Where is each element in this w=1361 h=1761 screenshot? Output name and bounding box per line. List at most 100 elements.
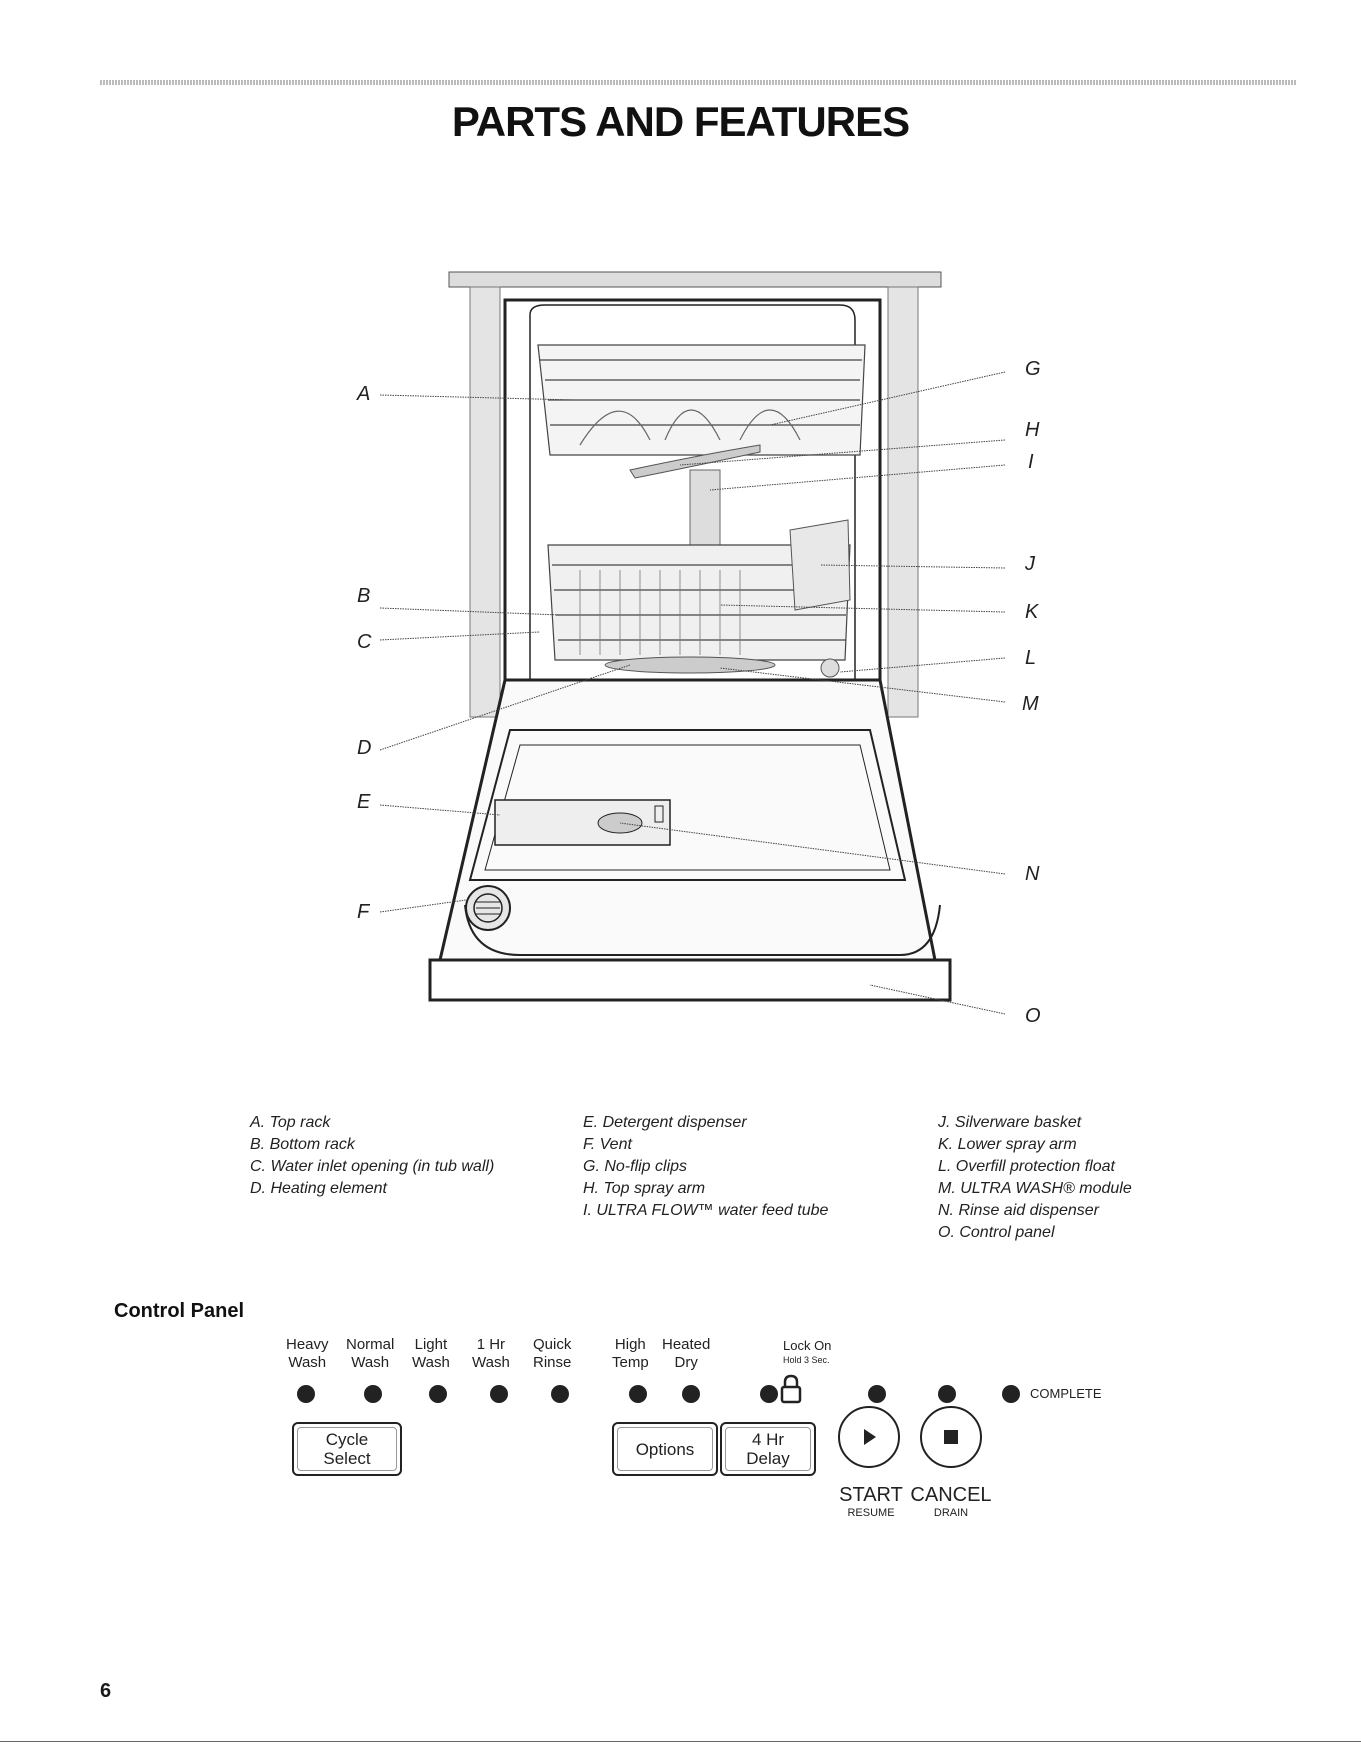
legend-item: J. Silverware basket bbox=[938, 1114, 1082, 1131]
button-label-line: Cycle bbox=[325, 1430, 369, 1449]
cabinet-left bbox=[469, 286, 501, 718]
cancel-label: CANCEL bbox=[910, 1484, 992, 1506]
indicator-light bbox=[551, 1385, 569, 1403]
cancel-button[interactable] bbox=[920, 1406, 982, 1468]
legend-item: D. Heating element bbox=[250, 1180, 387, 1197]
indicator-light bbox=[629, 1385, 647, 1403]
label-line: Light bbox=[414, 1336, 448, 1353]
detergent-dispenser bbox=[494, 799, 671, 846]
callout-n: N bbox=[1025, 863, 1040, 885]
button-label: Options bbox=[635, 1439, 695, 1459]
callout-l: L bbox=[1025, 647, 1036, 669]
indicator-light bbox=[682, 1385, 700, 1403]
lock-icon bbox=[780, 1374, 802, 1404]
label-line: Wash bbox=[472, 1354, 510, 1371]
button-label-line: Select bbox=[323, 1449, 371, 1468]
label-line: Quick bbox=[533, 1336, 572, 1353]
callout-i: I bbox=[1028, 451, 1034, 473]
label-line: Lock On bbox=[783, 1338, 832, 1353]
legend-item: H. Top spray arm bbox=[583, 1180, 706, 1197]
section-heading-control-panel: Control Panel bbox=[114, 1300, 245, 1322]
label-line: High bbox=[614, 1336, 646, 1353]
label-line: Normal bbox=[346, 1336, 395, 1353]
cycle-select-button[interactable]: Cycle Select bbox=[292, 1422, 402, 1476]
cycle-label-heavy-wash: Heavy Wash bbox=[286, 1336, 329, 1372]
stop-icon bbox=[944, 1430, 958, 1444]
callout-j: J bbox=[1024, 553, 1036, 575]
callout-e: E bbox=[357, 791, 371, 813]
label-line: Wash bbox=[412, 1354, 450, 1371]
label-line: Wash bbox=[288, 1354, 327, 1371]
label-line: Dry bbox=[674, 1354, 698, 1371]
legend-item: L. Overfill protection float bbox=[938, 1158, 1115, 1175]
top-rule bbox=[100, 80, 1296, 85]
callout-b: B bbox=[357, 585, 370, 607]
callout-f: F bbox=[357, 901, 371, 923]
callout-a: A bbox=[356, 383, 370, 405]
indicator-light bbox=[364, 1385, 382, 1403]
label-line: Heated bbox=[662, 1336, 711, 1353]
resume-label: RESUME bbox=[847, 1507, 895, 1519]
complete-label: COMPLETE bbox=[1030, 1386, 1102, 1401]
legend-item: A. Top rack bbox=[250, 1114, 331, 1131]
callout-g: G bbox=[1025, 358, 1041, 380]
bottom-rack bbox=[547, 544, 851, 661]
label-line: Temp bbox=[612, 1354, 649, 1371]
tub-inner bbox=[529, 304, 856, 681]
option-label-heated-dry: Heated Dry bbox=[662, 1336, 710, 1372]
indicator-light bbox=[490, 1385, 508, 1403]
door bbox=[438, 678, 941, 962]
play-icon bbox=[864, 1429, 876, 1445]
callout-h: H bbox=[1025, 419, 1040, 441]
drain-label: DRAIN bbox=[933, 1507, 969, 1519]
button-label-line: 4 Hr bbox=[751, 1430, 785, 1449]
legend-column-2: E. Detergent dispenser F. Vent G. No-fli… bbox=[583, 1112, 828, 1222]
legend-item: G. No-flip clips bbox=[583, 1158, 688, 1175]
legend-item: F. Vent bbox=[583, 1136, 632, 1153]
legend-column-3: J. Silverware basket K. Lower spray arm … bbox=[938, 1112, 1132, 1244]
cabinet-right bbox=[887, 286, 919, 718]
cycle-label-1hr-wash: 1 Hr Wash bbox=[472, 1336, 510, 1372]
legend-item: M. ULTRA WASH® module bbox=[938, 1180, 1132, 1197]
delay-button[interactable]: 4 Hr Delay bbox=[720, 1422, 816, 1476]
label-line: Wash bbox=[351, 1354, 390, 1371]
legend-item: O. Control panel bbox=[938, 1224, 1055, 1241]
indicator-light bbox=[938, 1385, 956, 1403]
indicator-light bbox=[429, 1385, 447, 1403]
cycle-label-normal-wash: Normal Wash bbox=[346, 1336, 394, 1372]
page-number: 6 bbox=[100, 1680, 112, 1702]
tub-outline bbox=[503, 298, 882, 682]
top-spray-arm bbox=[629, 444, 761, 479]
indicator-light bbox=[297, 1385, 315, 1403]
callout-m: M bbox=[1022, 693, 1039, 715]
label-line: Heavy bbox=[286, 1336, 329, 1353]
callout-o: O bbox=[1025, 1005, 1041, 1027]
callout-k: K bbox=[1025, 601, 1040, 623]
indicator-light bbox=[1002, 1385, 1020, 1403]
vent bbox=[465, 885, 511, 931]
control-panel-strip bbox=[428, 958, 952, 1002]
label-line: Rinse bbox=[533, 1354, 572, 1371]
start-button[interactable] bbox=[838, 1406, 900, 1468]
legend-column-1: A. Top rack B. Bottom rack C. Water inle… bbox=[250, 1112, 494, 1200]
legend-item: B. Bottom rack bbox=[250, 1136, 355, 1153]
label-line: 1 Hr bbox=[476, 1336, 506, 1353]
callout-c: C bbox=[357, 631, 372, 653]
countertop bbox=[448, 271, 942, 288]
legend-item: E. Detergent dispenser bbox=[583, 1114, 747, 1131]
lock-label: Lock On bbox=[783, 1337, 831, 1355]
overfill-float bbox=[820, 658, 840, 678]
leader-lines bbox=[379, 371, 1006, 1015]
silverware-basket bbox=[789, 519, 851, 611]
start-label: START bbox=[839, 1484, 903, 1506]
indicator-light bbox=[868, 1385, 886, 1403]
legend-item: N. Rinse aid dispenser bbox=[938, 1202, 1099, 1219]
cycle-label-light-wash: Light Wash bbox=[412, 1336, 450, 1372]
lock-hold-label: Hold 3 Sec. bbox=[783, 1355, 830, 1365]
page-title: PARTS AND FEATURES bbox=[451, 98, 910, 145]
options-button[interactable]: Options bbox=[612, 1422, 718, 1476]
legend-item: K. Lower spray arm bbox=[938, 1136, 1077, 1153]
cycle-label-quick-rinse: Quick Rinse bbox=[533, 1336, 571, 1372]
water-feed-tube bbox=[689, 469, 721, 651]
